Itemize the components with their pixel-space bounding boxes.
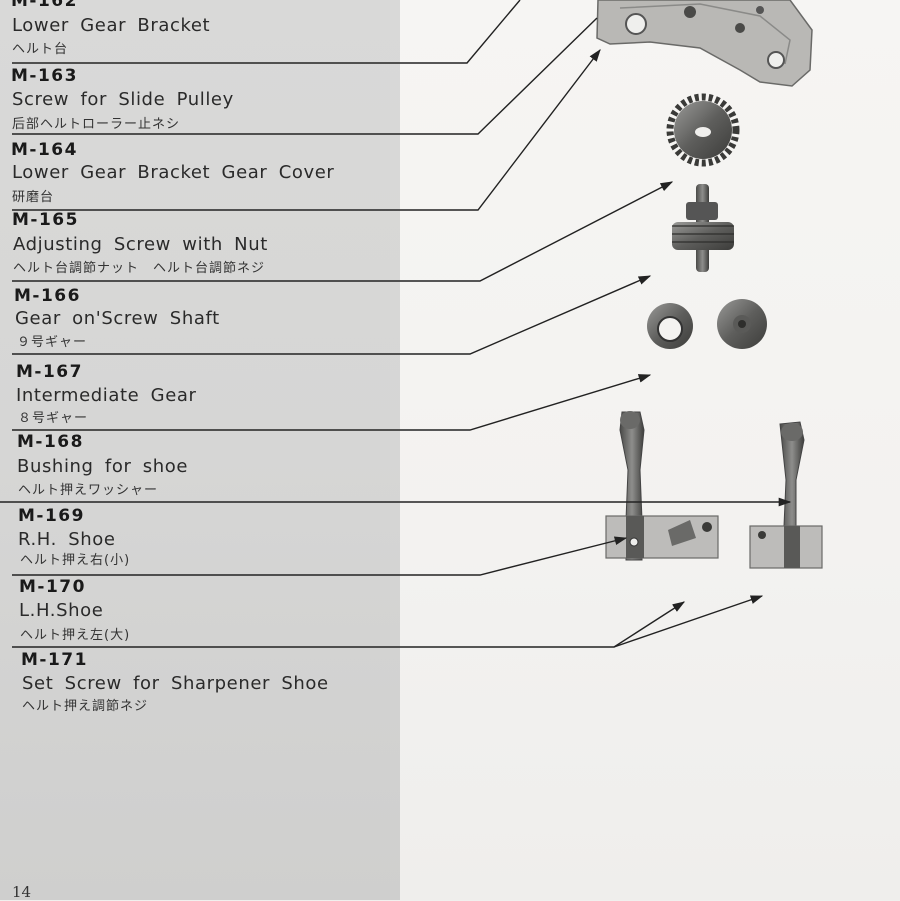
parts-list-panel [0, 0, 400, 900]
part-name-japanese: ヘルト押え右(小) [20, 553, 131, 568]
part-name-japanese: ヘルト台調節ナット ヘルト台調節ネジ [13, 261, 266, 276]
part-name: Lower Gear Bracket [12, 15, 211, 36]
part-code: M-166 [14, 286, 81, 306]
part-name-japanese: ８号ギャー [18, 411, 89, 426]
page-number: 14 [12, 883, 32, 901]
part-code: M-170 [19, 577, 86, 597]
part-name: Set Screw for Sharpener Shoe [22, 673, 329, 694]
rh-shoe-illustration [605, 411, 719, 561]
part-code: M-165 [12, 210, 79, 230]
part-name-japanese: 后部ヘルトローラー止ネシ [12, 117, 181, 132]
part-name: Intermediate Gear [16, 385, 197, 406]
part-name: Bushing for shoe [17, 456, 189, 477]
lower-gear-bracket-illustration [596, 0, 813, 87]
part-name-japanese: 研磨台 [12, 190, 55, 205]
part-name: Screw for Slide Pulley [12, 89, 234, 110]
part-code: M-162 [11, 0, 78, 11]
parts-illustration-panel [400, 0, 900, 900]
part-name-japanese: ヘルト押え調節ネジ [22, 699, 149, 714]
part-code: M-163 [11, 66, 78, 86]
part-name: Lower Gear Bracket Gear Cover [12, 162, 335, 183]
part-name: Adjusting Screw with Nut [13, 234, 268, 255]
part-code: M-164 [11, 140, 78, 160]
bushing-right-illustration [717, 299, 767, 349]
screw-shaft-gear-illustration [672, 184, 734, 272]
part-name: R.H. Shoe [18, 529, 116, 550]
part-name-japanese: ヘルト台 [12, 42, 69, 57]
part-name: L.H.Shoe [19, 600, 104, 621]
leader-lines [0, 0, 792, 648]
part-code: M-171 [21, 650, 88, 670]
sprocket-gear-illustration [666, 93, 740, 167]
part-name-japanese: ヘルト押えワッシャー [18, 483, 159, 498]
part-code: M-169 [18, 506, 85, 526]
part-code: M-167 [16, 362, 83, 382]
part-name-japanese: ９号ギャー [17, 335, 88, 350]
lh-shoe-illustration [749, 421, 823, 569]
part-name: Gear on'Screw Shaft [15, 308, 220, 329]
part-code: M-168 [17, 432, 84, 452]
part-name-japanese: ヘルト押え左(大) [20, 628, 131, 643]
bushing-left-illustration [647, 303, 693, 349]
